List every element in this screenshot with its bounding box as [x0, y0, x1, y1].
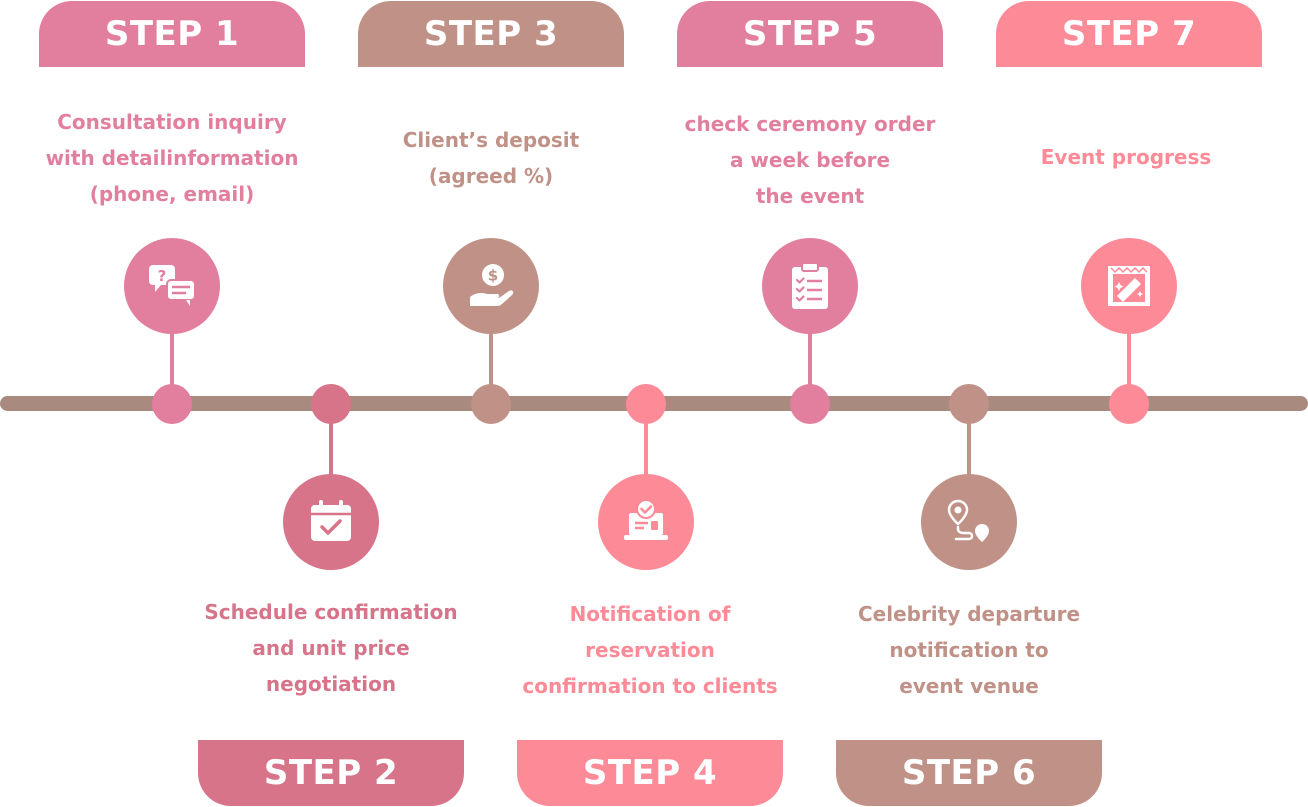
- step-6-line-2: notification to: [889, 638, 1049, 662]
- step-4-line-1: Notification of: [569, 602, 731, 626]
- step-3-label: STEP 3: [423, 14, 559, 54]
- step-5-stem: [808, 333, 812, 388]
- step-4-line-2: reservation: [585, 638, 715, 662]
- step-3-line-2: (agreed %): [428, 164, 554, 188]
- step-4-node: [626, 384, 666, 424]
- laptop-check-icon: [624, 499, 668, 540]
- step-6-label: STEP 6: [901, 753, 1037, 793]
- step-7-node: [1109, 384, 1149, 424]
- step-6-stem: [967, 420, 971, 476]
- step-1-line-3: (phone, email): [89, 182, 255, 206]
- svg-text:$: $: [488, 267, 498, 285]
- step-4-label: STEP 4: [582, 753, 718, 793]
- step-6-description: Celebrity departure notification to even…: [819, 596, 1119, 704]
- calendar-check-icon: [311, 500, 351, 541]
- step-4-icon-circle: [598, 474, 694, 570]
- step-2-label: STEP 2: [263, 753, 399, 793]
- clipboard-list-icon: [792, 262, 828, 309]
- step-6-node: [949, 384, 989, 424]
- step-3-icon-circle: $: [443, 238, 539, 334]
- stage-truss-icon: [1108, 266, 1150, 306]
- step-5-line-1: check ceremony order: [684, 112, 936, 136]
- step-7-stem: [1127, 333, 1131, 388]
- step-1-icon-circle: ?: [124, 238, 220, 334]
- step-5-label: STEP 5: [742, 14, 878, 54]
- step-2-line-1: Schedule confirmation: [204, 600, 458, 624]
- step-7-line-1: Event progress: [1040, 145, 1212, 169]
- step-2-line-3: negotiation: [265, 672, 397, 696]
- svg-text:?: ?: [158, 267, 167, 285]
- route-pin-icon: [947, 499, 989, 542]
- step-1-line-2: with detailinformation: [45, 146, 299, 170]
- step-5-description: check ceremony order a week before the e…: [660, 106, 960, 214]
- step-7-tab: STEP 7: [996, 1, 1262, 67]
- step-5-tab: STEP 5: [677, 1, 943, 67]
- step-5-icon-circle: [762, 238, 858, 334]
- step-1-tab: STEP 1: [39, 1, 305, 67]
- step-2-line-2: and unit price: [252, 636, 410, 660]
- step-5-node: [790, 384, 830, 424]
- step-2-node: [311, 384, 351, 424]
- step-6-tab: STEP 6: [836, 740, 1102, 806]
- step-3-line-1: Client’s deposit: [402, 128, 580, 152]
- step-4-stem: [644, 420, 648, 476]
- step-1-stem: [170, 333, 174, 388]
- step-7-label: STEP 7: [1061, 14, 1197, 54]
- step-1-description: Consultation inquiry with detailinformat…: [22, 104, 322, 212]
- step-3-stem: [489, 333, 493, 388]
- step-1-label: STEP 1: [104, 14, 240, 54]
- step-4-description: Notification of reservation confirmation…: [500, 596, 800, 704]
- hand-coin-icon: $: [470, 264, 514, 306]
- step-2-icon-circle: [283, 474, 379, 570]
- step-5-line-2: a week before: [729, 148, 891, 172]
- step-6-line-1: Celebrity departure: [857, 602, 1081, 626]
- step-2-tab: STEP 2: [198, 740, 464, 806]
- step-5-line-3: the event: [755, 184, 865, 208]
- step-4-line-3: confirmation to clients: [522, 674, 778, 698]
- step-2-stem: [329, 420, 333, 476]
- step-3-description: Client’s deposit (agreed %): [341, 122, 641, 194]
- step-1-line-1: Consultation inquiry: [57, 110, 287, 134]
- step-6-line-3: event venue: [899, 674, 1039, 698]
- step-7-description: Event progress: [976, 139, 1276, 175]
- step-3-tab: STEP 3: [358, 1, 624, 67]
- chat-question-icon: ?: [149, 265, 196, 306]
- step-2-description: Schedule confirmation and unit price neg…: [181, 594, 481, 702]
- step-1-node: [152, 384, 192, 424]
- step-4-tab: STEP 4: [517, 740, 783, 806]
- step-7-icon-circle: [1081, 238, 1177, 334]
- step-6-icon-circle: [921, 474, 1017, 570]
- step-3-node: [471, 384, 511, 424]
